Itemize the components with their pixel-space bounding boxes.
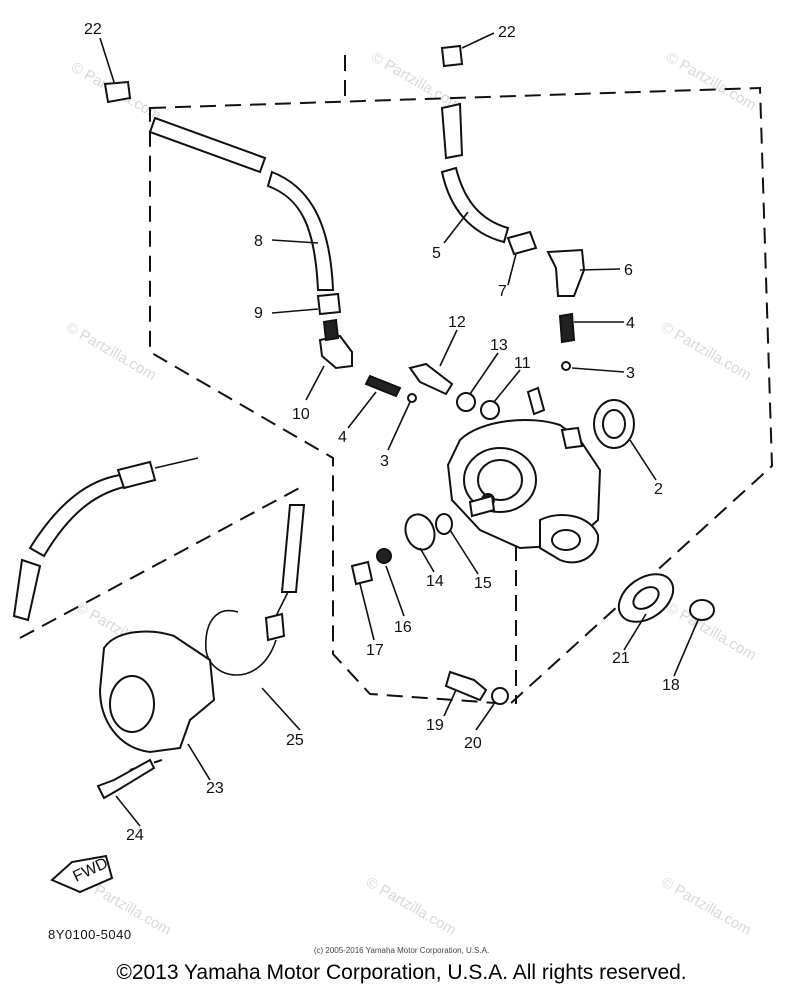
callout-7: 7 xyxy=(498,283,507,300)
callout-8: 8 xyxy=(254,233,263,250)
disc-14 xyxy=(404,513,436,551)
clamp-22-left xyxy=(103,80,132,104)
watermark: © Partzilla.com xyxy=(363,874,459,939)
callout-12: 12 xyxy=(448,314,466,331)
cable-upper-lower-sleeve xyxy=(12,558,42,622)
watermark: © Partzilla.com xyxy=(63,319,159,384)
washer-11 xyxy=(480,400,500,420)
callout-15: 15 xyxy=(474,575,492,592)
bolt-24 xyxy=(96,758,156,800)
callout-24: 24 xyxy=(126,827,144,844)
elbow-10-spring xyxy=(322,318,340,342)
footer-copyright: ©2013 Yamaha Motor Corporation, U.S.A. A… xyxy=(116,961,687,984)
cable-25-end xyxy=(264,612,286,642)
callout-21: 21 xyxy=(612,650,630,667)
nut-17 xyxy=(350,560,374,586)
callout-20: 20 xyxy=(464,735,482,752)
screw-19 xyxy=(444,670,488,702)
oil-pump-body xyxy=(446,386,602,564)
watermark: © Partzilla.com xyxy=(658,319,754,384)
callout-6: 6 xyxy=(624,262,633,279)
elbow-6 xyxy=(546,248,586,297)
cable-upper xyxy=(28,473,126,558)
callout-17: 17 xyxy=(366,642,384,659)
ball-3-right xyxy=(561,361,571,371)
watermark: © Partzilla.com xyxy=(658,874,754,939)
ball-3-left xyxy=(407,393,417,403)
fuel-hose-right xyxy=(440,102,510,244)
nut-16 xyxy=(376,548,392,564)
callout-18: 18 xyxy=(662,677,680,694)
clamp-9 xyxy=(316,292,342,316)
cover-23-face xyxy=(109,675,155,733)
callout-23: 23 xyxy=(206,780,224,797)
cable-upper-tip xyxy=(154,457,199,469)
callout-4-left: 4 xyxy=(338,429,347,446)
fuel-hose-left xyxy=(148,116,335,291)
clamps-and-joints xyxy=(103,44,635,449)
callout-14: 14 xyxy=(426,573,444,590)
callout-22-right: 22 xyxy=(498,24,516,41)
cable-25-sleeve xyxy=(280,504,306,593)
callout-4-right: 4 xyxy=(626,315,635,332)
callout-19: 19 xyxy=(426,717,444,734)
callout-11: 11 xyxy=(514,355,531,372)
callout-10: 10 xyxy=(292,406,310,423)
washer-15 xyxy=(435,513,453,535)
callout-22-left: 22 xyxy=(84,21,102,38)
bolt-12 xyxy=(408,362,454,396)
elbow-10 xyxy=(318,334,353,370)
drawing-code: 8Y0100-5040 xyxy=(48,927,132,942)
clamp-22-right xyxy=(440,44,464,68)
callout-9: 9 xyxy=(254,305,263,322)
spring-4-right xyxy=(558,312,576,344)
callout-3-left: 3 xyxy=(380,453,389,470)
callout-25: 25 xyxy=(286,732,304,749)
cable-25-link xyxy=(275,591,289,617)
watermark: © Partzilla.com xyxy=(663,49,759,114)
callout-3-right: 3 xyxy=(626,365,635,382)
washer-20 xyxy=(491,687,509,705)
fwd-arrow xyxy=(50,854,114,894)
callout-labels: 22 22 8 9 10 5 7 6 12 13 11 4 3 4 3 2 14… xyxy=(84,21,680,844)
callout-16: 16 xyxy=(394,619,412,636)
clamp-7 xyxy=(506,230,538,256)
spring-4-left xyxy=(364,374,402,398)
callout-2: 2 xyxy=(654,481,663,498)
leader-lines xyxy=(99,32,699,827)
gasket-21-inner xyxy=(632,586,660,610)
lower-fittings xyxy=(350,513,715,705)
small-copyright-notice: (c) 2005-2016 Yamaha Motor Corporation, … xyxy=(313,946,490,955)
washer-13 xyxy=(456,392,476,412)
cable-and-cover: FWD xyxy=(12,457,306,894)
callout-13: 13 xyxy=(490,337,508,354)
callout-5: 5 xyxy=(432,245,441,262)
seal-2-inner xyxy=(602,409,626,439)
washer-18 xyxy=(689,599,715,621)
cable-25-loop xyxy=(205,609,277,676)
cable-upper-end xyxy=(116,460,157,490)
assembly-outline xyxy=(19,55,774,771)
